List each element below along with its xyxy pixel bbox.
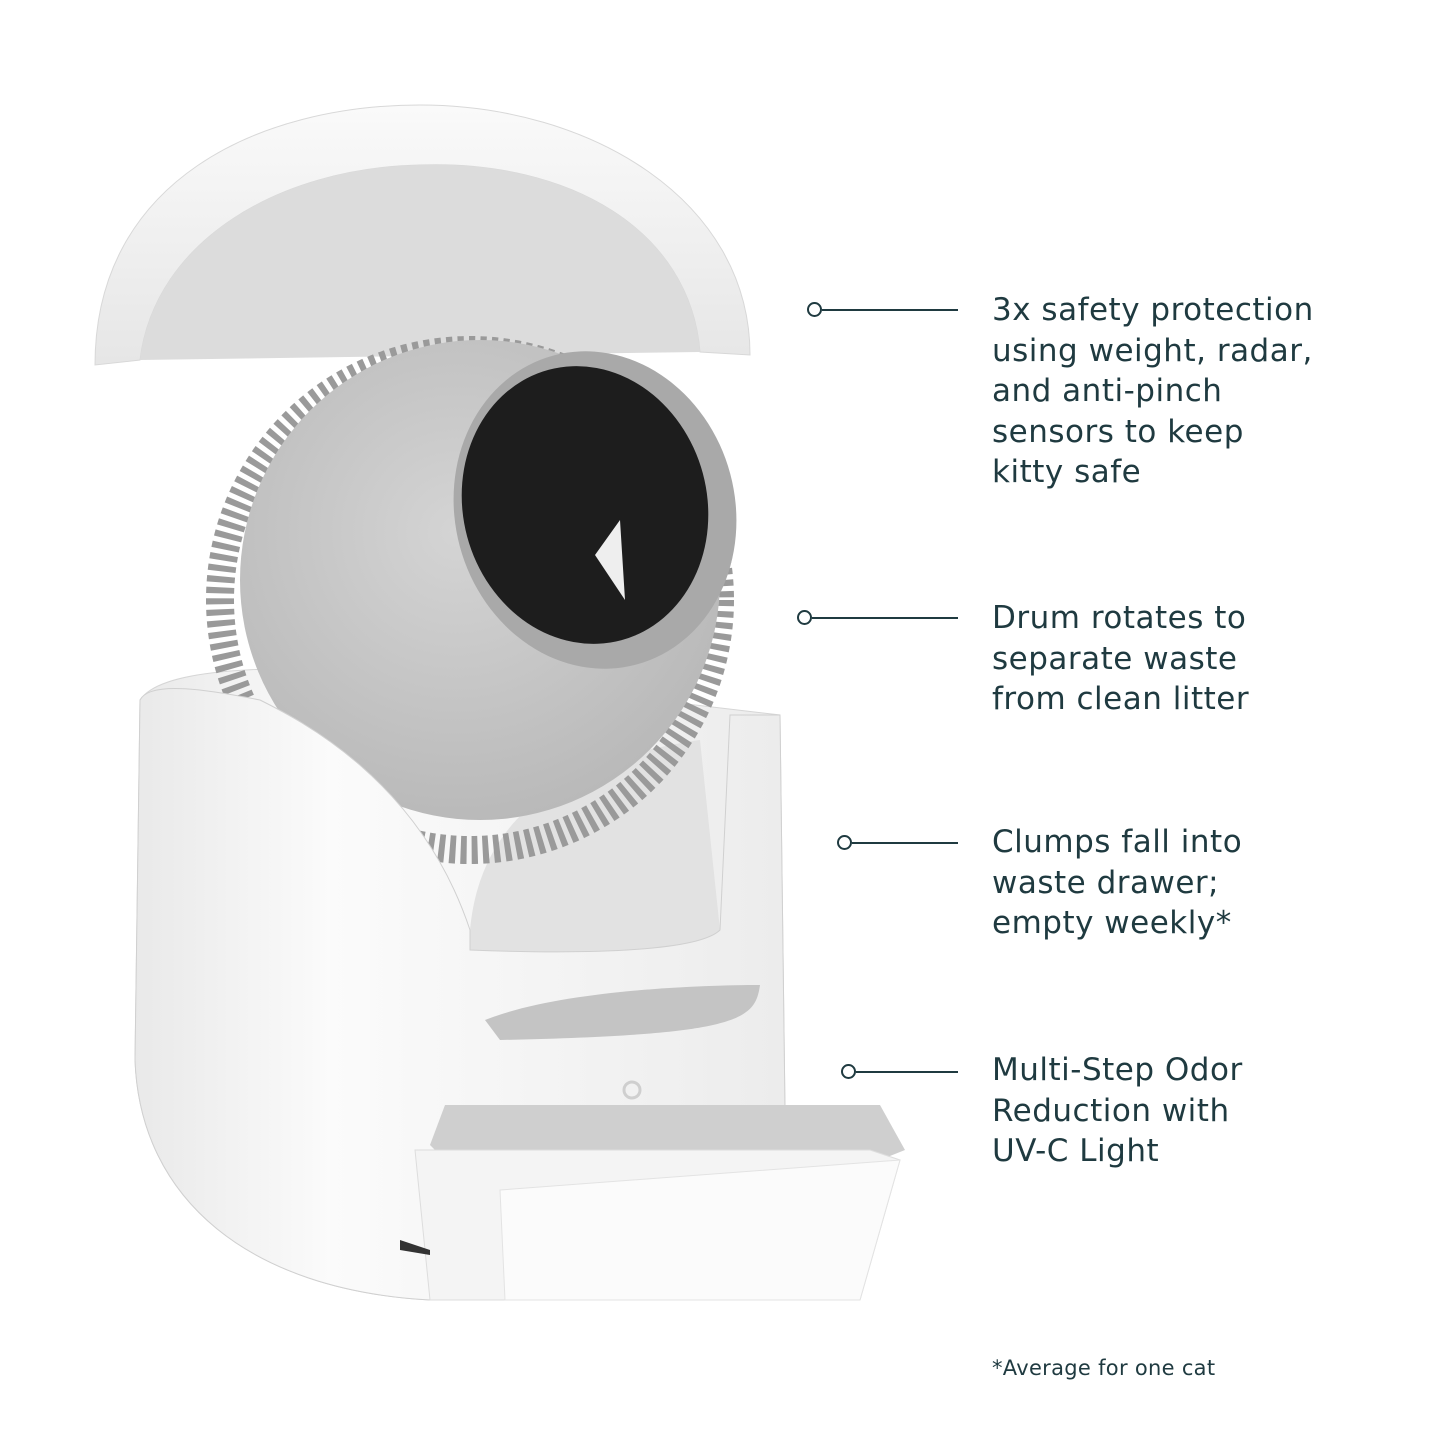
callout-dot-icon <box>797 610 812 625</box>
power-button-icon[interactable] <box>622 1080 642 1100</box>
callout-dot-icon <box>841 1064 856 1079</box>
waste-drawer[interactable] <box>400 1105 905 1301</box>
callout-line <box>856 1071 958 1073</box>
drum-entrance <box>453 351 737 669</box>
callout-line <box>822 309 958 311</box>
callout-line <box>812 617 958 619</box>
callout-text: 3x safety protection using weight, radar… <box>992 292 1314 490</box>
top-lid <box>94 104 751 366</box>
callout-text: Multi-Step Odor Reduction with UV-C Ligh… <box>992 1052 1243 1169</box>
vent-panel <box>485 985 760 1040</box>
callout-text: Drum rotates to separate waste from clea… <box>992 600 1250 717</box>
footnote: *Average for one cat <box>992 1356 1216 1380</box>
callout-dot-icon <box>807 302 822 317</box>
callout-text: Clumps fall into waste drawer; empty wee… <box>992 824 1243 941</box>
callout-line <box>852 842 958 844</box>
callout-dot-icon <box>837 835 852 850</box>
